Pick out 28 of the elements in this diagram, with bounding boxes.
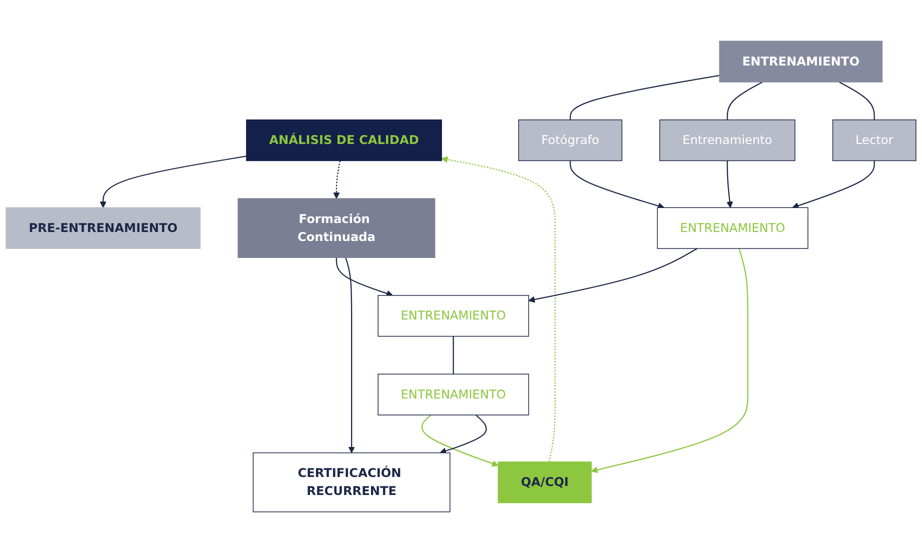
node-box: Entrenamiento — [659, 119, 796, 162]
node-box: Formación Continuada — [238, 198, 436, 258]
arrow — [726, 160, 734, 208]
node-box: PRE-ENTRENAMIENTO — [6, 207, 201, 249]
connector — [452, 336, 454, 374]
connector — [726, 82, 763, 120]
connector — [570, 74, 720, 120]
node-box: ENTRENAMIENTO — [378, 295, 530, 337]
node-box: ENTRENAMIENTO — [719, 40, 883, 82]
node-box: ENTRENAMIENTO — [378, 374, 530, 416]
arrow — [421, 414, 498, 467]
connector — [838, 82, 875, 120]
node-box: ENTRENAMIENTO — [656, 207, 808, 249]
node-box: QA/CQI — [498, 462, 592, 504]
arrow — [528, 248, 698, 303]
arrow — [440, 414, 487, 454]
node-box: Fotógrafo — [518, 119, 622, 162]
arrow — [792, 160, 875, 209]
arrow — [345, 257, 355, 454]
arrow — [441, 156, 556, 462]
node-box: CERTIFICACIÓN RECURRENTE — [252, 452, 450, 512]
arrow — [591, 248, 748, 474]
arrow — [333, 160, 341, 199]
node-box: ANÁLISIS DE CALIDAD — [246, 119, 442, 162]
node-box: Lector — [832, 119, 916, 162]
arrow — [100, 156, 247, 208]
arrow — [570, 160, 664, 210]
arrow — [336, 258, 393, 297]
